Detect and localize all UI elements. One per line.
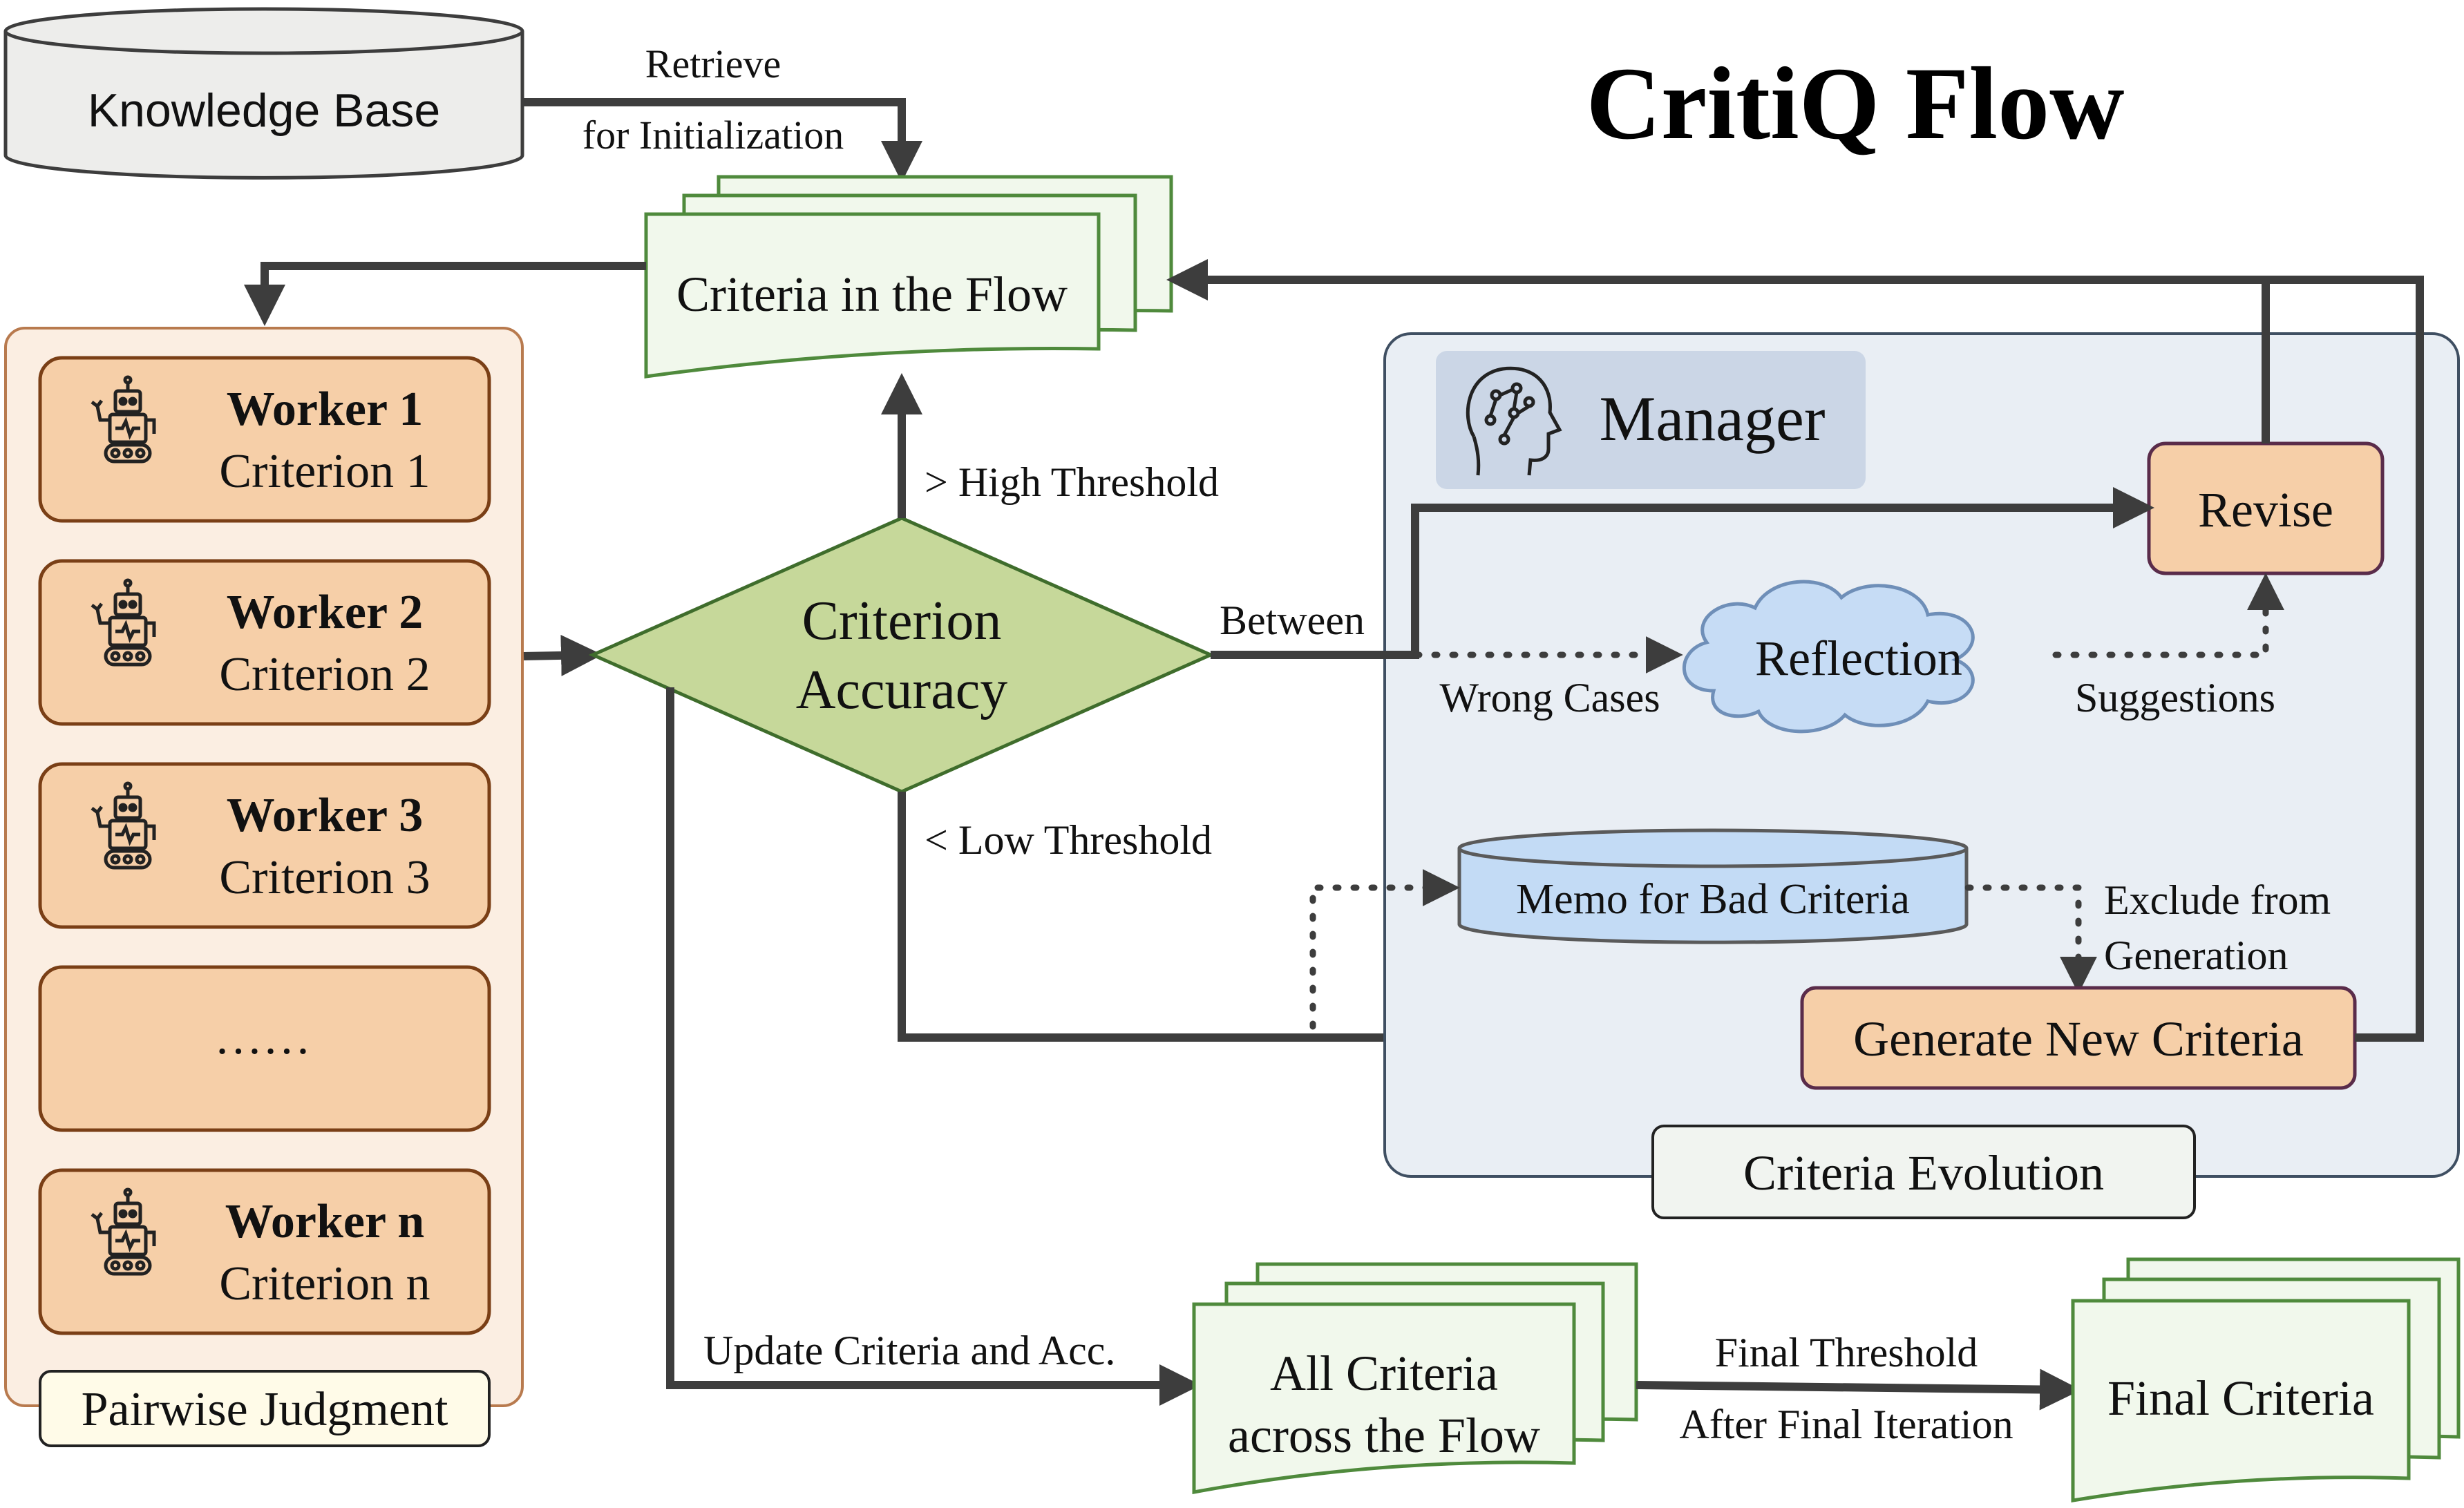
final-criteria-label: Final Criteria — [2107, 1371, 2374, 1426]
high-threshold-label: > High Threshold — [925, 459, 1219, 505]
criteria-in-flow-docs: Criteria in the Flow — [644, 175, 1173, 379]
suggestions-arrow — [2052, 573, 2284, 658]
criteria-evolution-label: Criteria Evolution — [1743, 1145, 2104, 1201]
revise-box: Revise — [2147, 441, 2385, 575]
final-threshold-label: Final Threshold — [1715, 1330, 1978, 1375]
generate-new-criteria-box: Generate New Criteria — [1800, 986, 2357, 1090]
worker-card-ellipsis: …… — [38, 965, 491, 1132]
brain-head-icon — [1466, 366, 1562, 476]
all-criteria-line2: across the Flow — [1228, 1408, 1540, 1463]
worker-criterion: Criterion 1 — [219, 445, 430, 498]
generate-new-criteria-label: Generate New Criteria — [1853, 1011, 2304, 1067]
memo-bad-criteria-label: Memo for Bad Criteria — [1516, 876, 1910, 923]
worker-criterion: Criterion n — [219, 1257, 430, 1310]
knowledge-base-label: Knowledge Base — [88, 84, 440, 137]
to-memo-arrow — [1309, 869, 1460, 1030]
revise-label: Revise — [2198, 482, 2333, 537]
worker-card-n: Worker n Criterion n — [38, 1168, 491, 1335]
robot-icon — [91, 781, 156, 870]
generate-to-criteria-line — [2266, 276, 2424, 1042]
criterion-accuracy-line1: Criterion — [802, 591, 1002, 651]
workers-to-accuracy-arrow — [523, 634, 603, 676]
reflection-label: Reflection — [1755, 631, 1962, 686]
criteria-in-flow-label: Criteria in the Flow — [676, 267, 1068, 322]
reflection-cloud: Reflection — [1682, 580, 1975, 734]
manager-label: Manager — [1600, 383, 1826, 454]
worker-card-1: Worker 1 Criterion 1 — [38, 356, 491, 523]
between-arrow — [1211, 487, 2154, 659]
manager-badge: Manager — [1436, 351, 1866, 489]
criterion-accuracy-line2: Accuracy — [796, 660, 1007, 720]
knowledge-base-cylinder: Knowledge Base — [3, 7, 524, 180]
wrong-cases-label: Wrong Cases — [1439, 675, 1660, 720]
worker-name: Worker 1 — [227, 383, 424, 436]
low-threshold-label: < Low Threshold — [925, 817, 1212, 863]
worker-card-2: Worker 2 Criterion 2 — [38, 559, 491, 726]
final-threshold-arrow — [1636, 1368, 2081, 1411]
suggestions-label: Suggestions — [2075, 675, 2275, 720]
retrieve-label: Retrieve — [645, 41, 781, 86]
worker-name: Worker 3 — [227, 789, 424, 842]
worker-criterion: Criterion 3 — [219, 851, 430, 904]
after-final-iteration-label: After Final Iteration — [1679, 1402, 2013, 1447]
robot-icon — [91, 375, 156, 464]
criteria-to-workers-arrow — [244, 262, 646, 326]
update-criteria-label: Update Criteria and Acc. — [703, 1328, 1115, 1373]
worker-ellipsis: …… — [214, 1011, 311, 1065]
worker-name: Worker 2 — [227, 586, 424, 639]
for-initialization-label: for Initialization — [582, 113, 844, 158]
worker-criterion: Criterion 2 — [219, 648, 430, 701]
pairwise-judgment-label: Pairwise Judgment — [82, 1383, 448, 1436]
between-label: Between — [1220, 598, 1365, 643]
pairwise-judgment-tag: Pairwise Judgment — [39, 1370, 491, 1447]
retrieve-arrow — [522, 98, 922, 182]
worker-name: Worker n — [225, 1195, 424, 1248]
worker-card-3: Worker 3 Criterion 3 — [38, 762, 491, 929]
diagram-title: CritiQ Flow — [1586, 46, 2124, 161]
robot-icon — [91, 578, 156, 667]
memo-bad-criteria-cylinder: Memo for Bad Criteria — [1457, 828, 1969, 944]
all-criteria-docs: All Criteria across the Flow — [1192, 1262, 1638, 1495]
final-criteria-docs: Final Criteria — [2071, 1257, 2461, 1502]
criteria-evolution-tag: Criteria Evolution — [1651, 1125, 2196, 1219]
update-criteria-arrow — [666, 687, 1201, 1406]
robot-icon — [91, 1187, 156, 1276]
exclude-label-line1: Exclude from — [2104, 877, 2331, 923]
criterion-accuracy-diamond: Criterion Accuracy — [588, 516, 1215, 794]
exclude-label-line2: Generation — [2104, 933, 2288, 978]
all-criteria-line1: All Criteria — [1270, 1346, 1498, 1401]
exclude-arrow — [1964, 884, 2097, 994]
